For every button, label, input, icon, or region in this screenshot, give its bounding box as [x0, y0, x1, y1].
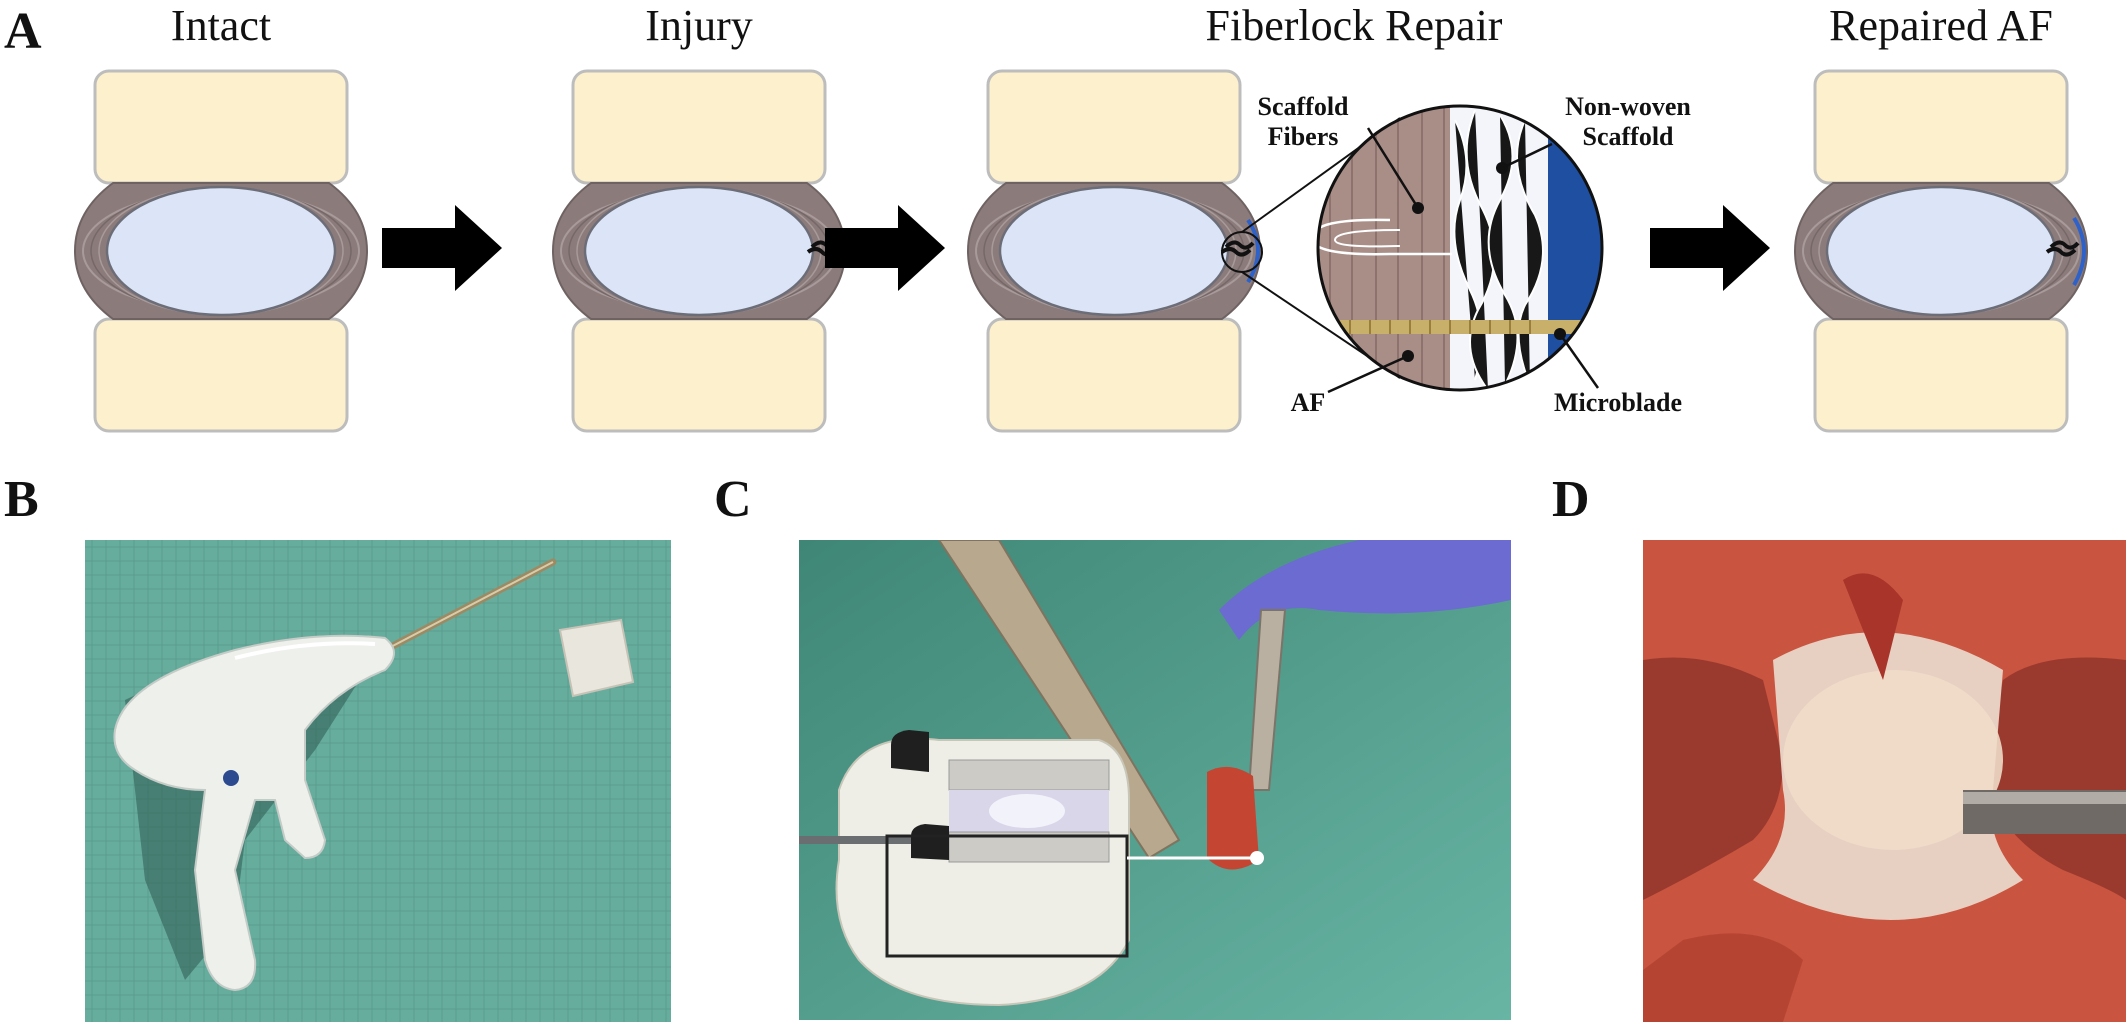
tear-icon: [2045, 240, 2080, 257]
disc-injury: [551, 69, 847, 433]
disc-fiberlock-repair: [966, 69, 1262, 433]
panel-label-d: D: [1552, 471, 1590, 528]
callout-microblade: Microblade: [1553, 388, 1683, 417]
arrow-right-icon: [382, 205, 502, 291]
arrow-right-icon: [1650, 205, 1770, 291]
panel-label-a: A: [4, 3, 42, 60]
stage-title-intact: Intact: [170, 1, 272, 50]
scaffold-patch-icon: [2072, 216, 2086, 286]
photo-surgical-application: [799, 540, 1511, 1020]
disc-intact: [73, 69, 369, 433]
stage-title-fiberlock-repair: Fiberlock Repair: [1205, 1, 1503, 50]
callout-af: AF: [1290, 388, 1326, 417]
stage-title-repaired-af: Repaired AF: [1829, 1, 2053, 50]
stage-title-injury: Injury: [645, 1, 753, 50]
panel-label-b: B: [4, 471, 39, 528]
callout-non-woven-scaffold: Non-woven Scaffold: [1565, 92, 1691, 151]
arrow-right-icon: [825, 205, 945, 291]
disc-repaired-af: [1793, 69, 2089, 433]
tear-icon: [1220, 240, 1255, 257]
panel-label-c: C: [714, 471, 752, 528]
photo-repaired-disc-specimen: [1643, 540, 2126, 1022]
callout-scaffold-fibers: Scaffold Fibers: [1257, 92, 1349, 151]
panel-a-schematic: [73, 69, 2089, 433]
photo-device-and-scaffold: [85, 540, 671, 1022]
